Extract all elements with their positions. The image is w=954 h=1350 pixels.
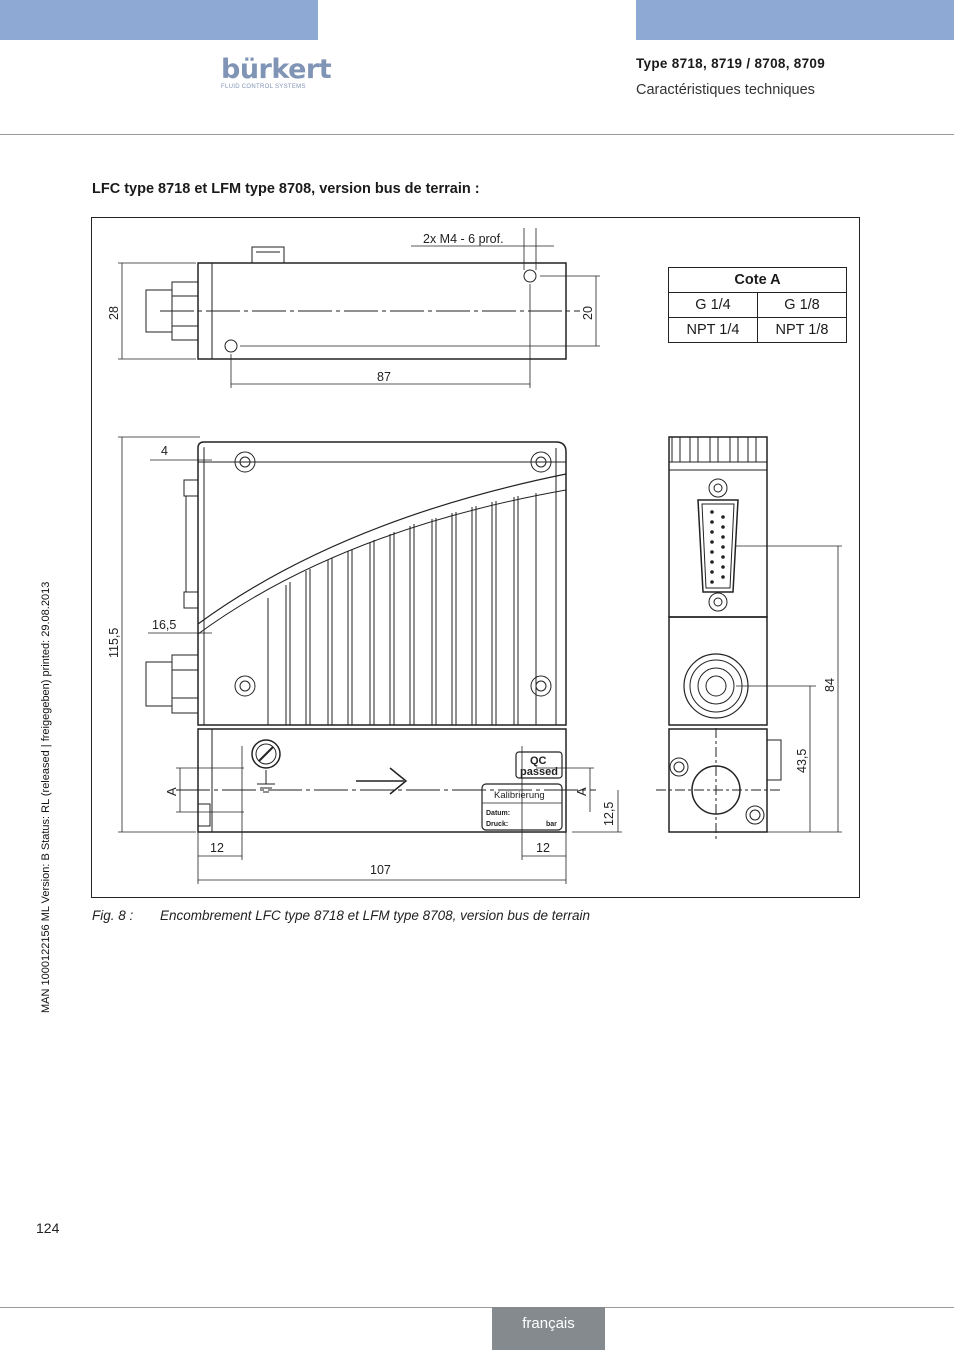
- cote-cell: G 1/4: [668, 292, 758, 318]
- logo-wordmark: bürkert: [221, 54, 332, 85]
- document-metadata: MAN 1000122156 ML Version: B Status: RL …: [40, 581, 52, 1013]
- figure-frame: [91, 217, 860, 898]
- cote-cell: NPT 1/4: [668, 317, 758, 343]
- thread-callout: 2x M4 - 6 prof.: [423, 232, 504, 246]
- figure-caption: Fig. 8 : Encombrement LFC type 8718 et LF…: [92, 908, 590, 923]
- figure-caption-text: Encombrement LFC type 8718 et LFM type 8…: [160, 908, 590, 923]
- dim-84: 84: [823, 678, 837, 692]
- dim-4: 4: [161, 444, 168, 458]
- dim-107: 107: [370, 863, 391, 877]
- header-band-left: [0, 0, 318, 40]
- dim-87: 87: [377, 370, 391, 384]
- dim-12-5: 12,5: [602, 802, 616, 826]
- dim-28: 28: [107, 306, 121, 320]
- side-view: [656, 436, 842, 842]
- front-view: [118, 436, 622, 884]
- burkert-logo: bürkert FLUID CONTROL SYSTEMS: [221, 54, 332, 91]
- qc-label-line2: passed: [520, 766, 558, 778]
- document-subtitle: Caractéristiques techniques: [636, 82, 815, 98]
- footer-divider: [0, 1307, 954, 1308]
- cote-cell: G 1/8: [757, 292, 847, 318]
- dim-20: 20: [581, 306, 595, 320]
- document-title: Type 8718, 8719 / 8708, 8709: [636, 56, 826, 71]
- header-divider: [0, 134, 954, 135]
- language-tab[interactable]: français: [492, 1307, 605, 1350]
- header-band-right: [636, 0, 954, 40]
- dim-43-5: 43,5: [795, 749, 809, 773]
- label-a-left: A: [164, 787, 179, 796]
- calibration-date-label: Datum:: [486, 810, 510, 817]
- cote-a-header: Cote A: [668, 267, 847, 293]
- qc-label-line1: QC: [530, 755, 547, 767]
- top-view: [118, 228, 600, 388]
- figure-number: Fig. 8 :: [92, 908, 134, 923]
- calibration-title: Kalibrierung: [494, 790, 545, 801]
- cote-a-table: Cote A G 1/4 G 1/8 NPT 1/4 NPT 1/8: [668, 267, 847, 343]
- section-heading: LFC type 8718 et LFM type 8708, version …: [92, 181, 480, 197]
- dim-16-5: 16,5: [152, 618, 176, 632]
- cote-cell: NPT 1/8: [757, 317, 847, 343]
- logo-subtitle: FLUID CONTROL SYSTEMS: [221, 84, 306, 90]
- calibration-unit: bar: [546, 821, 557, 828]
- page-number: 124: [36, 1220, 60, 1236]
- dim-12-right: 12: [536, 841, 550, 855]
- calibration-pressure-label: Druck:: [486, 821, 508, 828]
- dim-115-5: 115,5: [107, 628, 121, 658]
- dim-12-left: 12: [210, 841, 224, 855]
- label-a-right: A: [574, 787, 589, 796]
